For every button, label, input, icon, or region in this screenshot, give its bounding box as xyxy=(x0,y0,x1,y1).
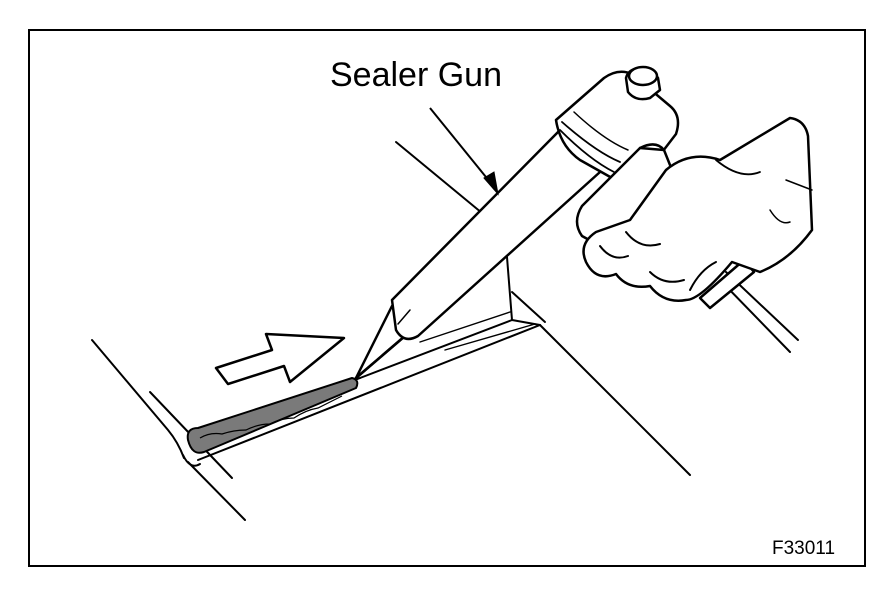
sealer-gun xyxy=(354,65,799,380)
sealer-gun-label: Sealer Gun xyxy=(330,56,502,94)
figure-code: F33011 xyxy=(772,538,836,559)
callout-leader xyxy=(429,107,499,196)
gun-cartridge xyxy=(390,124,609,341)
sealer-bead xyxy=(186,377,359,454)
operator-hand xyxy=(582,116,814,302)
sealer-bead-texture xyxy=(199,395,343,439)
direction-arrow-icon xyxy=(214,332,346,386)
